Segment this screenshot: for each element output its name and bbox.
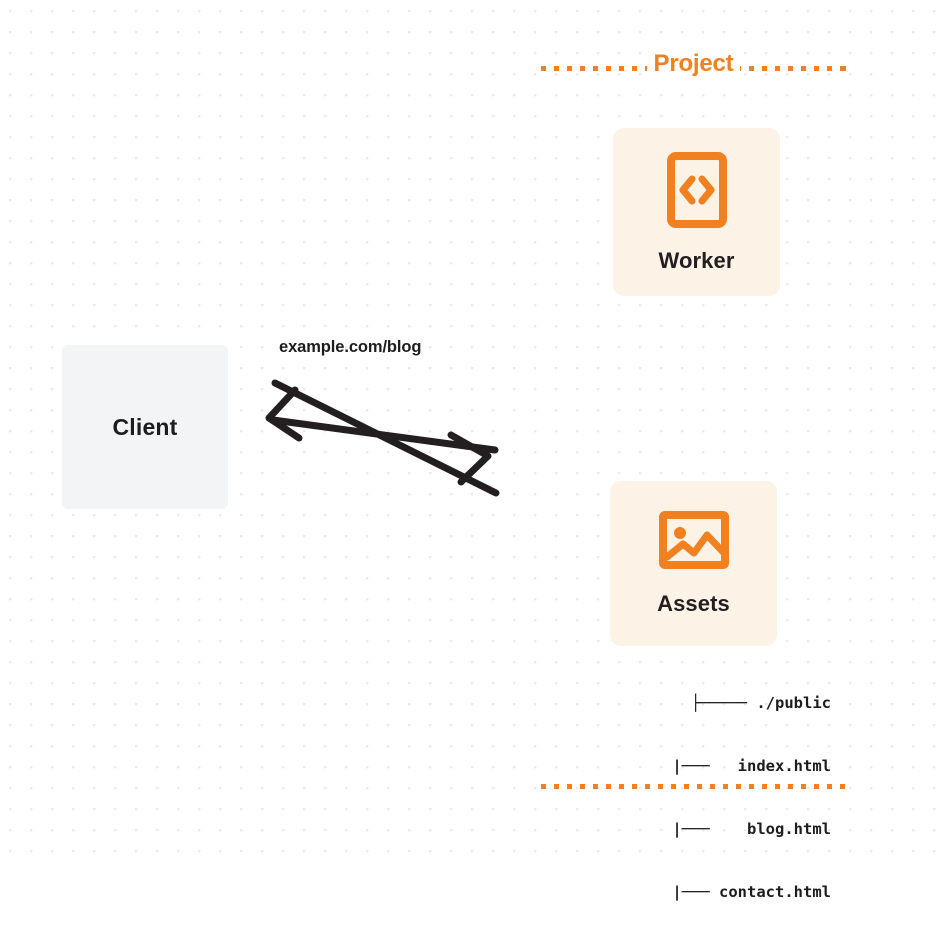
file-tree-row: |─── blog.html (672, 820, 831, 838)
assets-card[interactable]: Assets (610, 481, 777, 646)
assets-card-label: Assets (657, 591, 730, 616)
file-tree-row: ├───── ./public (691, 694, 831, 712)
assets-file-tree: ├───── ./public |─── index.html |─── blo… (586, 651, 831, 945)
worker-card-label: Worker (658, 247, 735, 273)
project-border-right (841, 66, 846, 789)
client-node: Client (62, 345, 228, 509)
client-project-connection (255, 330, 515, 515)
request-url-label: example.com/blog (279, 338, 422, 356)
project-title: Project (646, 50, 741, 78)
file-tree-row: |─── index.html (672, 757, 831, 775)
worker-card[interactable]: Worker (613, 128, 780, 296)
request-arrow (271, 379, 500, 497)
client-node-label: Client (112, 413, 178, 440)
code-document-icon (666, 151, 728, 234)
project-border-left (541, 66, 546, 789)
file-tree-row: |─── contact.html (672, 883, 831, 901)
image-picture-icon (658, 510, 730, 575)
connection-arrows-svg (265, 379, 500, 497)
project-container: Project Worker Assets ├───── ./public |─… (541, 50, 846, 901)
project-border-bottom (541, 784, 846, 789)
